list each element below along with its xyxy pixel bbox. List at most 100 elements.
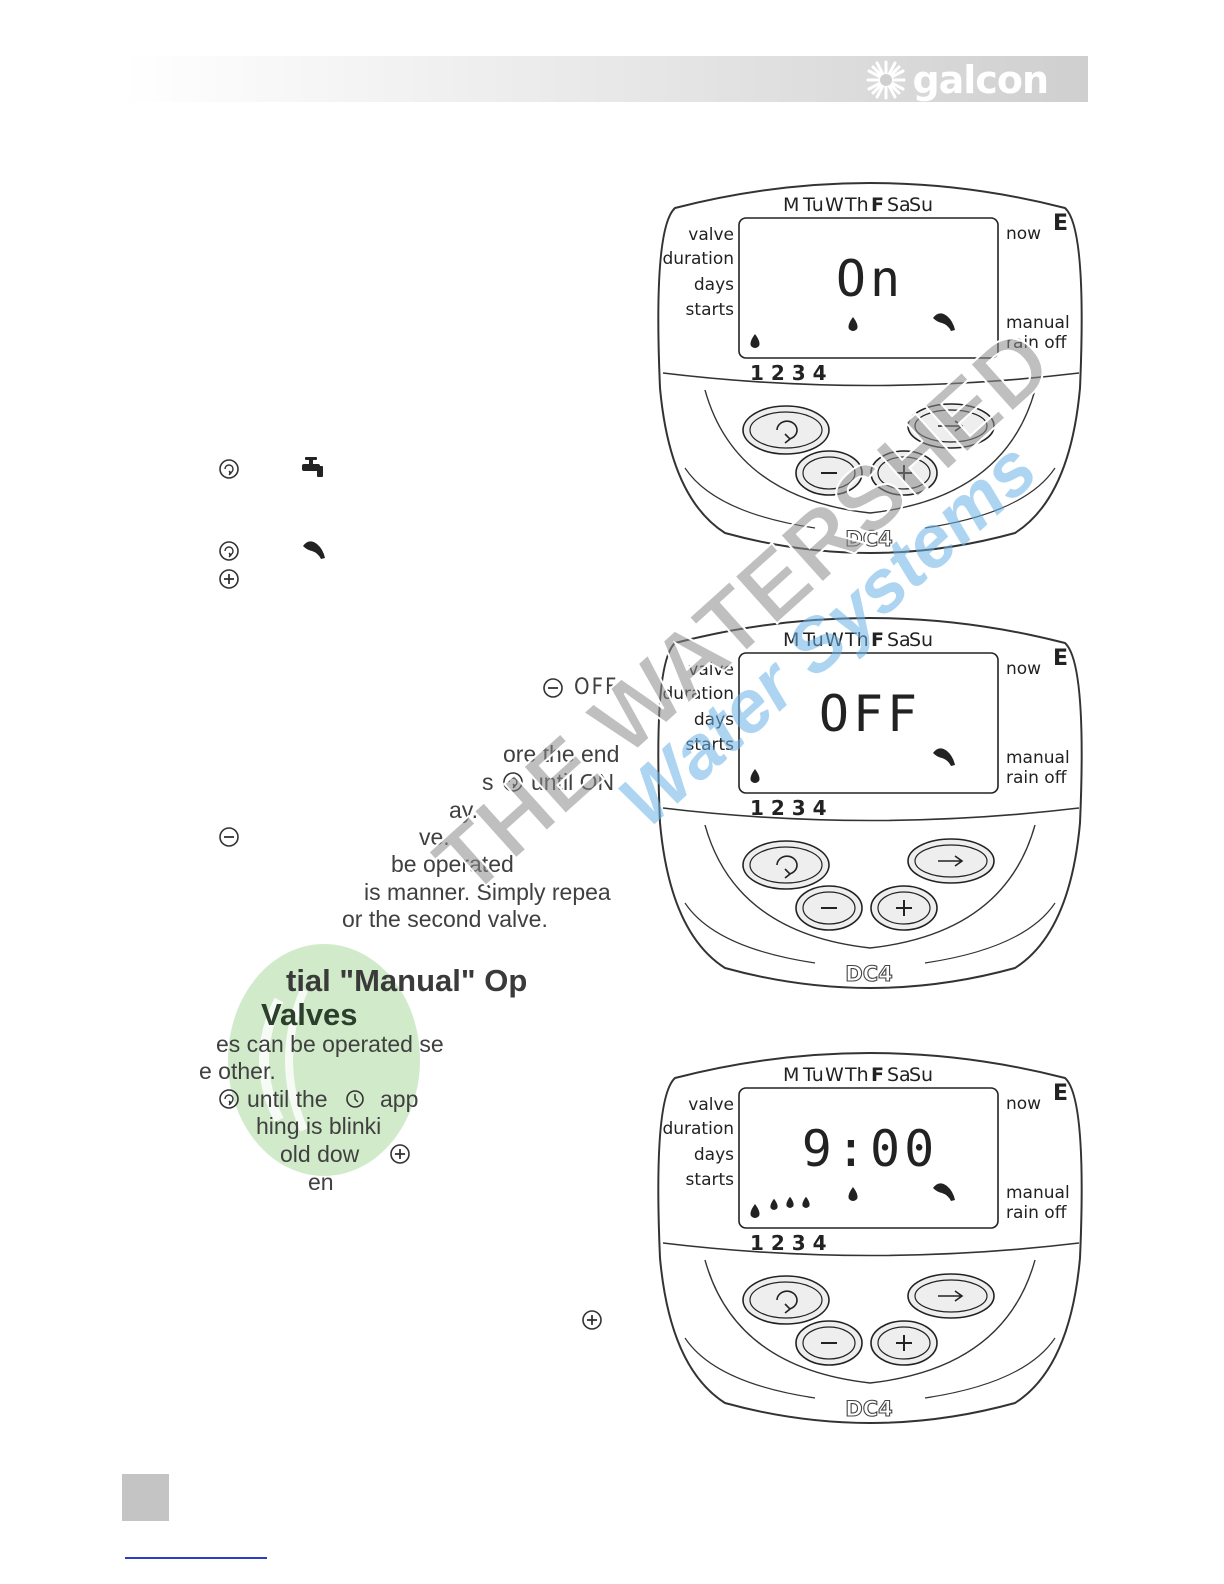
day-label-m: M: [783, 1064, 799, 1086]
label-duration: duration: [662, 1119, 734, 1139]
valve-numbers: 1 2 3 4: [750, 1231, 827, 1255]
day-label-w: W: [825, 1064, 844, 1086]
brand-name: galcon: [912, 58, 1049, 102]
right-arrow-icon: [938, 855, 964, 867]
rain-off-icon: [933, 313, 955, 331]
day-label-m: M: [783, 194, 799, 216]
plus-button-icon: [390, 1144, 410, 1164]
right-arrow-icon: [938, 420, 964, 432]
label-now: now: [1006, 659, 1041, 679]
right-arrow-icon: [938, 1290, 964, 1302]
day-label-sa: Sa: [887, 1064, 911, 1086]
plus-icon: [896, 900, 912, 916]
label-days: days: [694, 710, 734, 730]
model-label: DC4: [845, 1397, 892, 1421]
body-line: ve.: [419, 824, 450, 850]
day-label-su: Su: [909, 1064, 933, 1086]
day-label-f: F: [871, 194, 884, 216]
body-line: ore the end: [503, 741, 620, 767]
minus-button-icon: [219, 827, 239, 847]
day-label-th: Th: [844, 194, 869, 216]
body-line: or the second valve.: [342, 906, 548, 932]
label-valve: valve: [688, 1095, 734, 1115]
label-duration: duration: [662, 249, 734, 269]
page-number-box: [122, 1474, 169, 1521]
body-line: e other.: [199, 1058, 276, 1084]
label-manual: manual: [1006, 748, 1070, 768]
label-manual: manual: [1006, 313, 1070, 333]
sprinkler-drop-icon: [802, 1196, 810, 1208]
body-line: be operated: [391, 851, 514, 877]
day-label-f: F: [871, 629, 884, 651]
minus-button-icon: [543, 678, 563, 698]
label-starts: starts: [686, 735, 735, 755]
day-label-su: Su: [909, 629, 933, 651]
body-line: until ON: [531, 769, 615, 795]
label-days: days: [694, 1145, 734, 1165]
day-label-f: F: [871, 1064, 884, 1086]
label-starts: starts: [686, 1170, 735, 1190]
cycle-button-icon: [219, 541, 239, 561]
label-manual: manual: [1006, 1183, 1070, 1203]
day-label-tu: Tu: [802, 629, 824, 651]
label-days: days: [694, 275, 734, 295]
label-now: now: [1006, 1094, 1041, 1114]
off-display-text: OFF: [574, 675, 619, 700]
rain-off-icon: [933, 1183, 955, 1201]
brand-logo: galcon: [866, 58, 1049, 102]
body-line: old dow: [280, 1141, 360, 1167]
section-heading: Valves: [261, 997, 358, 1032]
label-valve: valve: [688, 660, 734, 680]
day-label-tu: Tu: [802, 1064, 824, 1086]
model-label: DC4: [845, 962, 892, 986]
lcd-screen: [738, 1087, 999, 1229]
corner-letter: E: [1053, 211, 1068, 236]
cycle-arrow-icon: [776, 855, 798, 879]
cycle-button-icon: [503, 772, 523, 792]
day-label-m: M: [783, 629, 799, 651]
cycle-button[interactable]: [742, 840, 830, 890]
label-valve: valve: [688, 225, 734, 245]
manual-m-icon: [848, 1187, 858, 1201]
label-rain-off: rain off: [1006, 1203, 1068, 1223]
faucet-icon: [302, 457, 323, 477]
rain-off-icon: [933, 748, 955, 766]
valve-drop-icon: [750, 334, 760, 348]
sprinkler-drop-icon: [770, 1198, 778, 1210]
valve-numbers: 1 2 3 4: [750, 361, 827, 385]
valve-drop-icon: [750, 1204, 760, 1218]
green-logo-watermark: [228, 944, 420, 1176]
body-line: en: [308, 1169, 334, 1195]
valve-numbers: 1 2 3 4: [750, 796, 827, 820]
plus-icon: [896, 465, 912, 481]
cycle-arrow-icon: [776, 420, 798, 444]
lcd-screen: [738, 652, 999, 794]
day-label-sa: Sa: [887, 629, 911, 651]
label-starts: starts: [686, 300, 735, 320]
galcon-sun-icon: [866, 60, 906, 100]
footer-link-line[interactable]: [125, 1557, 267, 1559]
cycle-button[interactable]: [742, 1275, 830, 1325]
day-label-su: Su: [909, 194, 933, 216]
label-rain-off: rain off: [1006, 768, 1068, 788]
cycle-button[interactable]: [742, 405, 830, 455]
lcd-main-display: 9:00: [802, 1120, 938, 1178]
body-line: hing is blinki: [256, 1113, 382, 1139]
label-now: now: [1006, 224, 1041, 244]
body-line: is manner. Simply repea: [364, 879, 611, 905]
corner-letter: E: [1053, 646, 1068, 671]
plus-button-icon: [219, 569, 239, 589]
plus-button-icon: [582, 1310, 602, 1330]
body-line: app: [380, 1086, 419, 1112]
body-line: s: [482, 769, 494, 795]
day-label-sa: Sa: [887, 194, 911, 216]
day-label-w: W: [825, 194, 844, 216]
corner-letter: E: [1053, 1081, 1068, 1106]
lcd-main-display: On: [836, 250, 904, 308]
day-label-th: Th: [844, 629, 869, 651]
body-line: until the: [247, 1086, 328, 1112]
plus-icon: [896, 1335, 912, 1351]
